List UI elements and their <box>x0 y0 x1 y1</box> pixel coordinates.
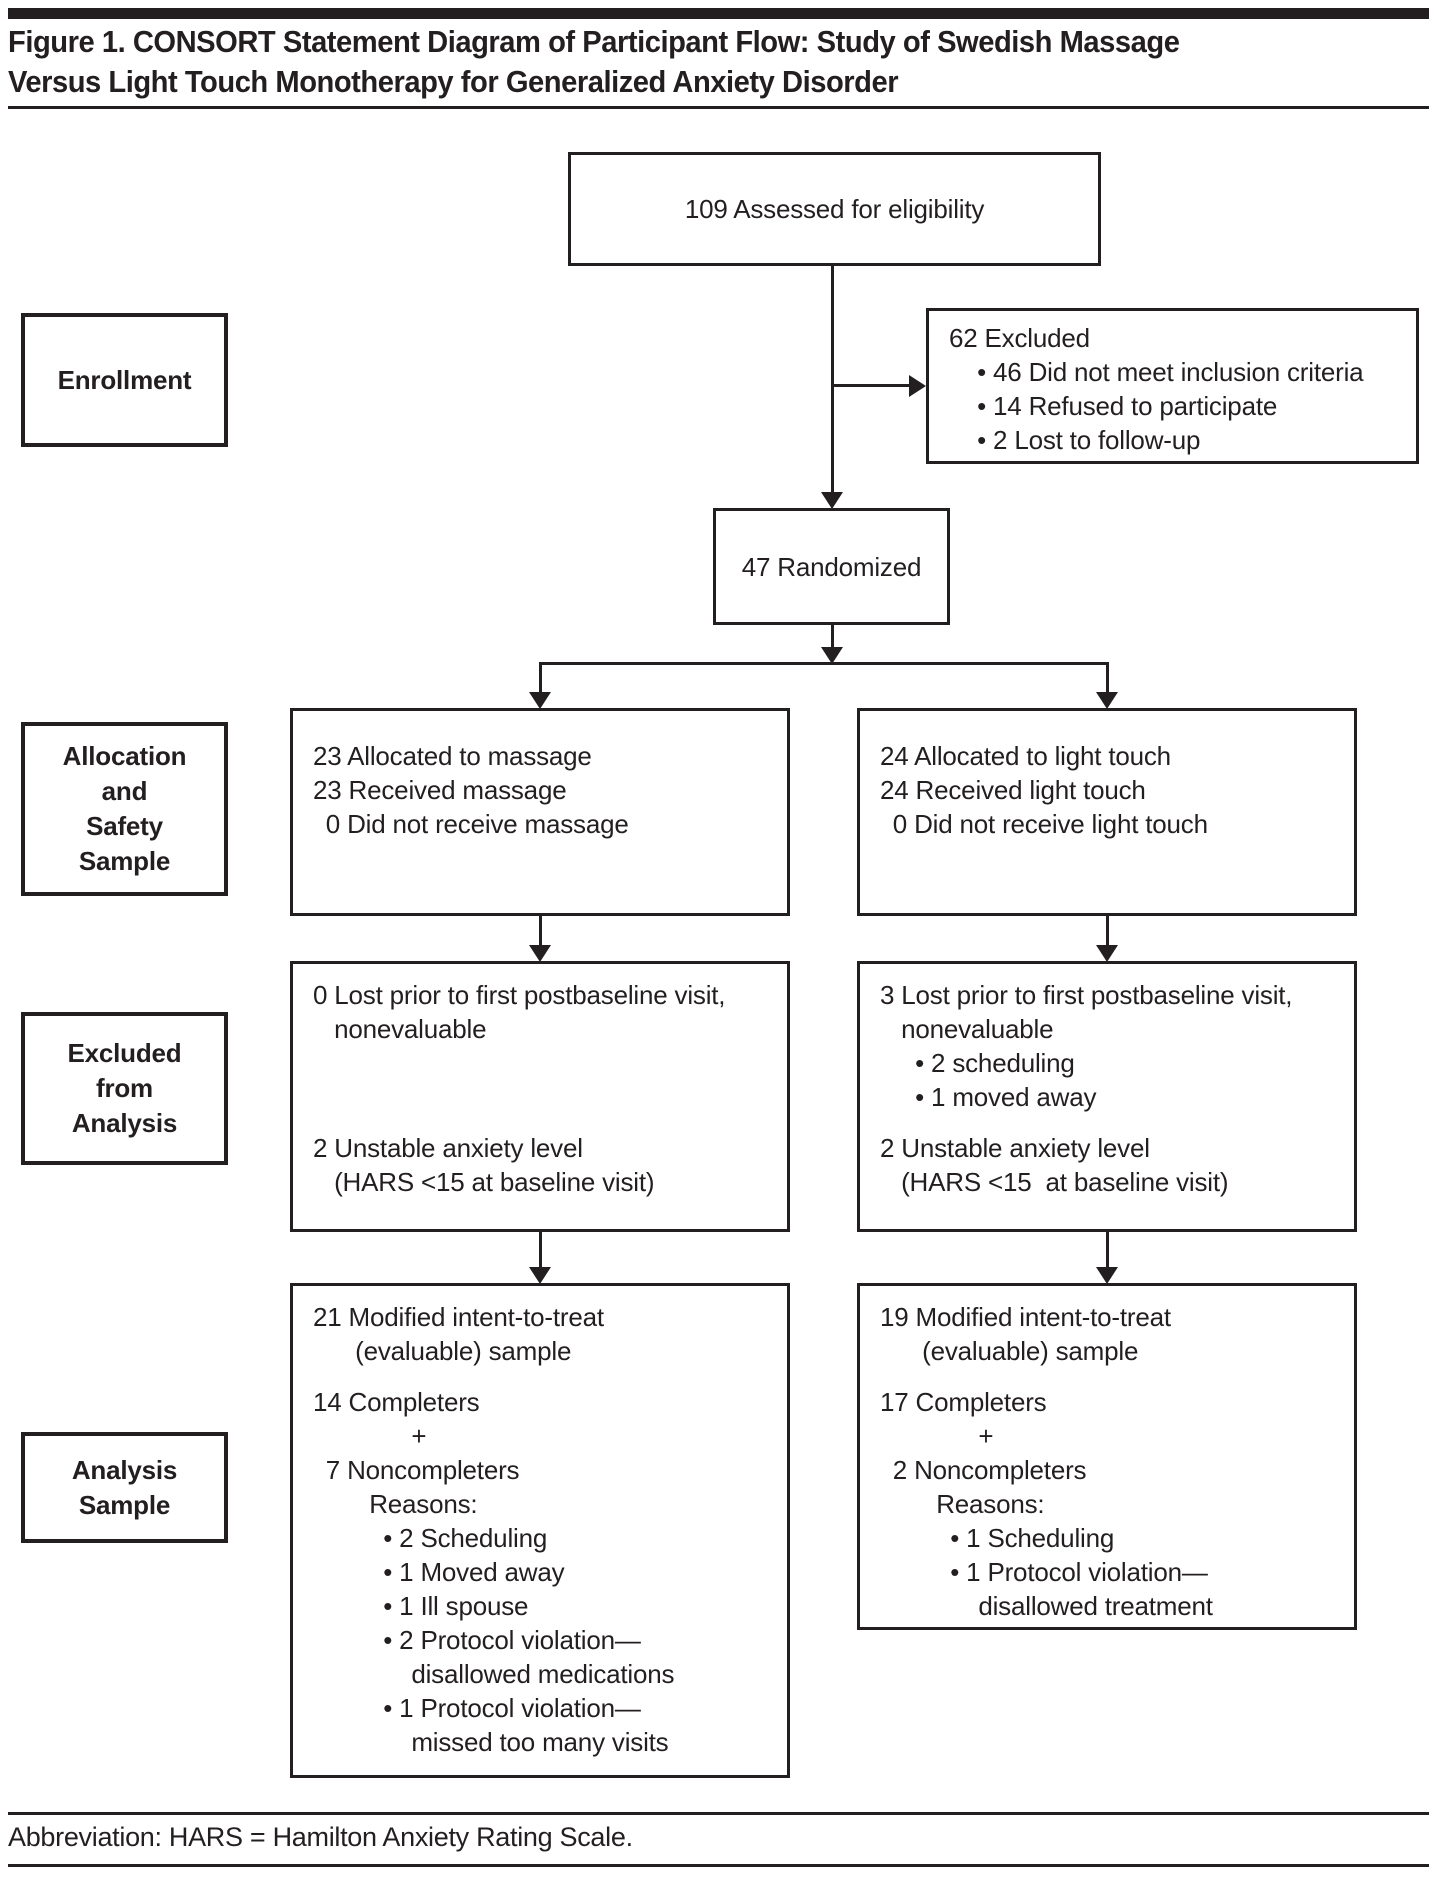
stage-label-analysis-sample: Analysis Sample <box>21 1432 228 1543</box>
connector-excluded-line <box>832 384 910 387</box>
allocated-light-touch-text: 24 Allocated to light touch 24 Received … <box>880 741 1208 839</box>
excluded-text: 62 Excluded • 46 Did not meet inclusion … <box>949 323 1364 455</box>
box-randomized: 47 Randomized <box>713 508 950 625</box>
connector-right-excluded-arrow <box>1096 945 1118 962</box>
analysis-massage-mitt-text: 21 Modified intent-to-treat (evaluable) … <box>313 1302 604 1366</box>
connector-right-arm-drop-line <box>1106 662 1109 693</box>
allocated-massage-text: 23 Allocated to massage 23 Received mass… <box>313 741 629 839</box>
excluded-analysis-light-touch-unstable-text: 2 Unstable anxiety level (HARS <15 at ba… <box>880 1133 1229 1197</box>
connector-randomized-split-arrow <box>821 647 843 664</box>
box-analysis-sample-light-touch: 19 Modified intent-to-treat (evaluable) … <box>857 1283 1357 1630</box>
footer-top-rule <box>8 1812 1429 1815</box>
connector-left-arm-drop-arrow <box>529 692 551 709</box>
header-top-rule <box>8 8 1429 19</box>
connector-randomized-split-line <box>831 625 834 649</box>
excluded-analysis-light-touch-lost-text: 3 Lost prior to first postbaseline visit… <box>880 980 1293 1112</box>
connector-eligibility-randomized-arrow <box>821 492 843 509</box>
connector-left-analysis-line <box>539 1232 542 1268</box>
box-assessed-for-eligibility: 109 Assessed for eligibility <box>568 152 1101 266</box>
connector-split-horizontal-line <box>539 662 1109 665</box>
excluded-analysis-massage-unstable-text: 2 Unstable anxiety level (HARS <15 at ba… <box>313 1133 655 1197</box>
connector-excluded-arrow <box>909 375 926 397</box>
box-excluded: 62 Excluded • 46 Did not meet inclusion … <box>926 308 1419 464</box>
analysis-light-touch-completers-text: 17 Completers + 2 Noncompleters Reasons:… <box>880 1387 1213 1621</box>
connector-right-analysis-arrow <box>1096 1267 1118 1284</box>
stage-label-analysis-text: Analysis Sample <box>71 1454 178 1520</box>
assessed-for-eligibility-text: 109 Assessed for eligibility <box>684 194 985 224</box>
connector-right-analysis-line <box>1106 1232 1109 1268</box>
box-analysis-sample-massage: 21 Modified intent-to-treat (evaluable) … <box>290 1283 790 1778</box>
figure-title: Figure 1. CONSORT Statement Diagram of P… <box>8 24 1180 99</box>
stage-label-enrollment-text: Enrollment <box>57 364 192 395</box>
box-excluded-analysis-light-touch: 3 Lost prior to first postbaseline visit… <box>857 961 1357 1232</box>
analysis-massage-completers-text: 14 Completers + 7 Noncompleters Reasons:… <box>313 1387 675 1757</box>
header-bottom-rule <box>8 106 1429 109</box>
footer-bottom-rule <box>8 1864 1429 1867</box>
connector-left-arm-drop-line <box>539 662 542 693</box>
analysis-light-touch-mitt-text: 19 Modified intent-to-treat (evaluable) … <box>880 1302 1171 1366</box>
stage-label-allocation-safety-sample: Allocation and Safety Sample <box>21 722 228 896</box>
connector-right-excluded-line <box>1106 916 1109 946</box>
stage-label-excluded-text: Excluded from Analysis <box>67 1038 182 1138</box>
abbreviation-note: Abbreviation: HARS = Hamilton Anxiety Ra… <box>8 1822 633 1852</box>
stage-label-enrollment: Enrollment <box>21 313 228 447</box>
box-allocated-light-touch: 24 Allocated to light touch 24 Received … <box>857 708 1357 916</box>
connector-left-excluded-line <box>539 916 542 946</box>
box-allocated-massage: 23 Allocated to massage 23 Received mass… <box>290 708 790 916</box>
stage-label-allocation-text: Allocation and Safety Sample <box>62 741 187 876</box>
connector-right-arm-drop-arrow <box>1096 692 1118 709</box>
randomized-text: 47 Randomized <box>741 551 922 582</box>
box-excluded-analysis-massage: 0 Lost prior to first postbaseline visit… <box>290 961 790 1232</box>
excluded-analysis-massage-lost-text: 0 Lost prior to first postbaseline visit… <box>313 980 726 1044</box>
stage-label-excluded-from-analysis: Excluded from Analysis <box>21 1012 228 1165</box>
connector-left-analysis-arrow <box>529 1267 551 1284</box>
connector-eligibility-randomized-line <box>831 265 834 493</box>
connector-left-excluded-arrow <box>529 945 551 962</box>
